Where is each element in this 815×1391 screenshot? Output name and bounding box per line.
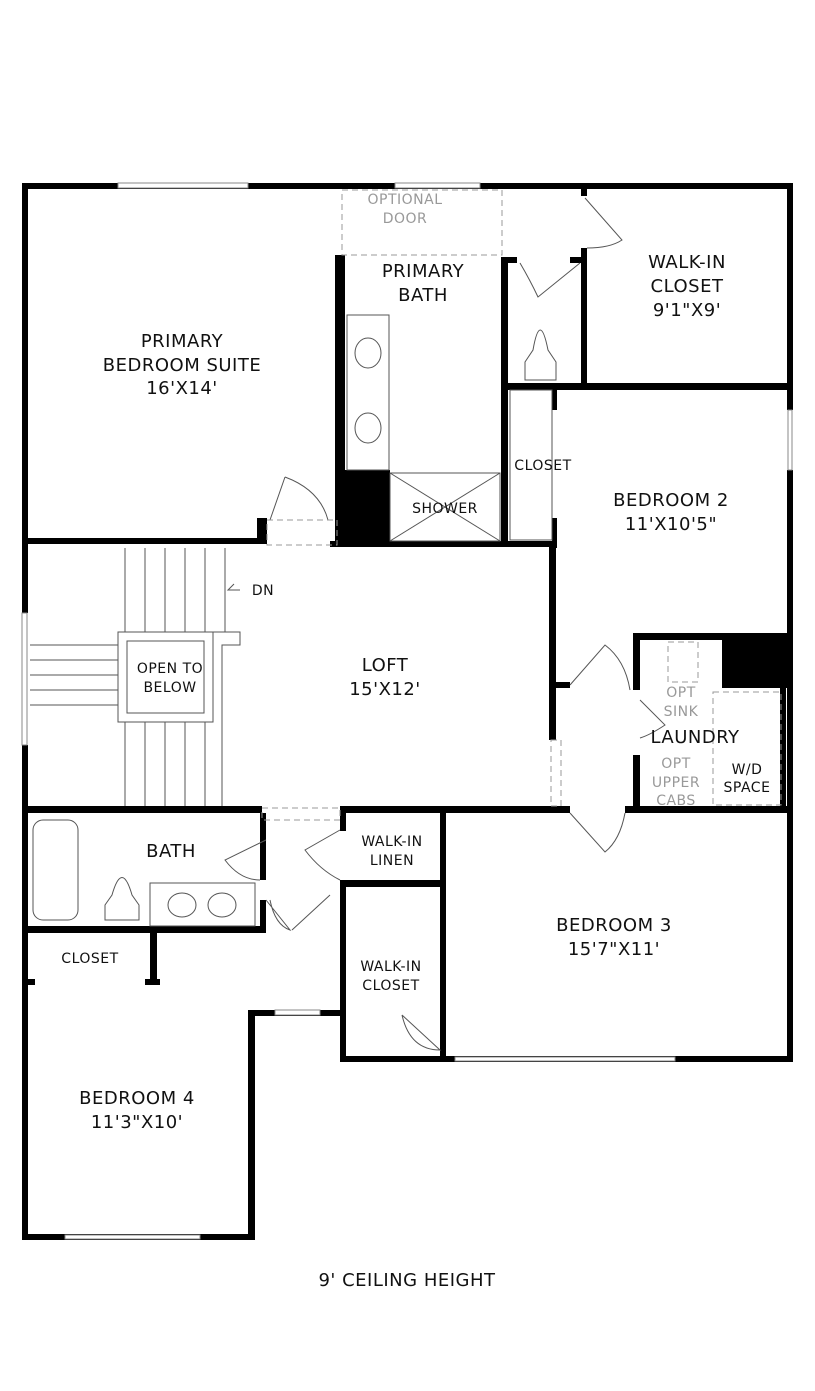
bath-label: BATH bbox=[146, 841, 196, 862]
shower-label: SHOWER bbox=[412, 501, 478, 517]
primary-suite-label-2: BEDROOM SUITE bbox=[103, 355, 261, 376]
closet-bed4-label: CLOSET bbox=[61, 951, 118, 967]
walkin-closet-label: WALK-IN bbox=[648, 252, 726, 273]
optional-door-label-2: DOOR bbox=[383, 211, 428, 227]
primary-bath-label: PRIMARY bbox=[382, 261, 465, 282]
loft-label: LOFT bbox=[362, 655, 409, 676]
room-labels: PRIMARY BEDROOM SUITE 16'X14' OPTIONAL D… bbox=[61, 192, 770, 1291]
bedroom2-label: BEDROOM 2 bbox=[613, 490, 729, 511]
bedroom4-size: 11'3"X10' bbox=[91, 1112, 183, 1133]
walkin-closet-hall-label: WALK-IN bbox=[360, 959, 421, 975]
primary-bath-label-2: BATH bbox=[398, 285, 448, 306]
optional-door-label: OPTIONAL bbox=[367, 192, 442, 208]
walkin-linen-label-2: LINEN bbox=[370, 853, 414, 869]
walkin-linen-label: WALK-IN bbox=[361, 834, 422, 850]
closet-bed2-label: CLOSET bbox=[514, 458, 571, 474]
open-to-below-label-2: BELOW bbox=[143, 680, 196, 696]
open-to-below-label: OPEN TO bbox=[137, 661, 203, 677]
loft-size: 15'X12' bbox=[349, 679, 421, 700]
walkin-closet-label-2: CLOSET bbox=[651, 276, 724, 297]
fixtures bbox=[30, 189, 782, 1051]
ceiling-height-note: 9' CEILING HEIGHT bbox=[318, 1270, 496, 1291]
primary-suite-label: PRIMARY bbox=[141, 331, 224, 352]
walkin-closet-hall-label-2: CLOSET bbox=[362, 978, 419, 994]
bedroom3-label: BEDROOM 3 bbox=[556, 915, 672, 936]
bedroom4-label: BEDROOM 4 bbox=[79, 1088, 195, 1109]
opt-cabs-label: OPT bbox=[661, 756, 691, 772]
bedroom2-size: 11'X10'5" bbox=[625, 514, 717, 535]
wd-space-label: W/D bbox=[732, 762, 763, 778]
opt-sink-label: OPT bbox=[666, 685, 696, 701]
opt-cabs-label-3: CABS bbox=[656, 793, 696, 809]
windows bbox=[21, 182, 793, 1240]
laundry-label: LAUNDRY bbox=[650, 727, 740, 748]
stairs-down-label: DN bbox=[252, 583, 274, 599]
bedroom3-size: 15'7"X11' bbox=[568, 939, 660, 960]
opt-sink-label-2: SINK bbox=[664, 704, 699, 720]
walkin-closet-size: 9'1"X9' bbox=[653, 300, 721, 321]
opt-cabs-label-2: UPPER bbox=[652, 775, 700, 791]
primary-suite-size: 16'X14' bbox=[146, 378, 218, 399]
wd-space-label-2: SPACE bbox=[724, 780, 771, 796]
